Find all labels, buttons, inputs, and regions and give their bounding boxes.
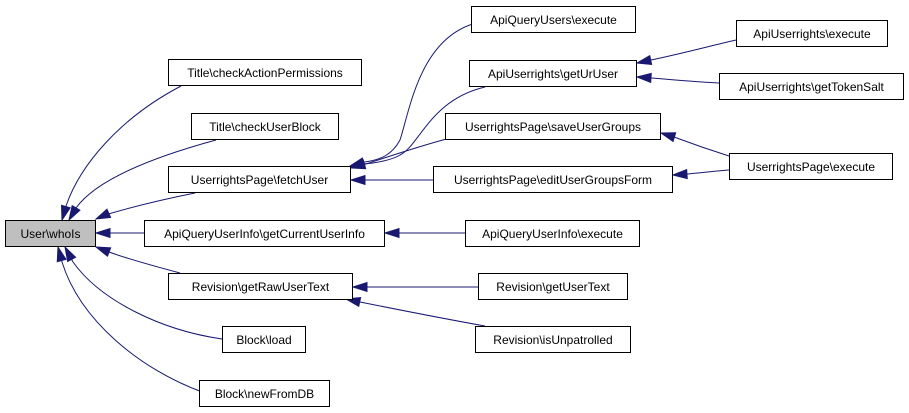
edge-line [72,261,223,340]
node-apiqueryuserinfo-execute[interactable]: ApiQueryUserInfo\execute [465,220,640,247]
node-userrightspage-saveusergroups[interactable]: UserrightsPage\saveUserGroups [445,113,661,140]
edge-line [359,301,486,327]
node-revision-getusertext[interactable]: Revision\getUserText [478,273,628,300]
node-title-checkuserblock[interactable]: Title\checkUserBlock [191,113,339,140]
edge-n4-n0 [94,227,144,239]
node-apiqueryusers-execute[interactable]: ApiQueryUsers\execute [471,6,636,33]
edge-arrowhead [64,245,77,263]
edge-n17-n11 [671,168,730,180]
node-block-load[interactable]: Block\load [222,326,306,353]
edge-arrowhead [94,208,112,220]
edge-n8-n3 [348,21,481,168]
edge-n17-n10 [659,132,730,157]
edge-line [108,251,181,274]
edge-arrowhead [351,281,368,293]
node-userrightspage-editusergroupsform[interactable]: UserrightsPage\editUserGroupsForm [433,166,673,193]
edge-line [650,39,737,61]
edge-arrowhead [94,227,111,239]
edge-line [673,136,730,157]
edge-n7-n0 [56,245,206,394]
edge-connector [104,212,109,216]
edge-arrowhead [671,168,688,180]
edge-arrowhead [635,54,653,66]
node-userrightspage-execute[interactable]: UserrightsPage\execute [729,153,893,180]
edge-line [651,77,720,84]
edge-n2-n0 [68,139,217,222]
edge-n14-n5 [344,296,486,327]
node-apiqueryuserinfo-getcurrentuserinfo[interactable]: ApiQueryUserInfo\getCurrentUserInfo [144,220,385,247]
edge-n16-n9 [635,72,720,84]
edge-line [61,261,206,394]
edge-n6-n0 [64,245,223,340]
edge-line [65,85,182,207]
edge-arrowhead [349,174,366,186]
edge-arrowhead [383,227,400,239]
edge-n15-n9 [635,39,737,66]
edge-connector [71,259,74,263]
edge-n3-n0 [94,192,196,220]
node-revision-getrawusertext[interactable]: Revision\getRawUserText [168,273,353,300]
edge-n13-n5 [351,281,478,293]
edge-line [104,192,196,216]
edge-line [364,21,481,163]
edge-arrowhead [635,72,652,84]
edge-n11-n3 [349,174,433,186]
node-revision-isunpatrolled[interactable]: Revision\isUnpatrolled [475,326,631,353]
edge-n10-n3 [349,137,451,170]
node-block-newfromdb[interactable]: Block\newFromDB [199,380,330,407]
node-userrightspage-fetchuser[interactable]: UserrightsPage\fetchUser [168,166,351,193]
edge-line [687,169,730,175]
edge-arrowhead [349,159,367,170]
node-apiuserrights-geturuser[interactable]: ApiUserrights\getUrUser [469,60,637,87]
edge-arrowhead [56,245,67,263]
edge-arrowhead [60,204,71,222]
edge-n12-n4 [383,227,465,239]
edge-arrowhead [94,246,112,258]
node-apiuserrights-gettokensalt[interactable]: ApiUserrights\getTokenSalt [719,73,904,100]
edge-n1-n0 [60,85,182,222]
edge-n5-n0 [94,246,181,274]
edge-line [75,139,217,209]
node-apiuserrights-execute[interactable]: ApiUserrights\execute [736,20,888,47]
node-title-checkactionpermissions[interactable]: Title\checkActionPermissions [168,59,362,86]
edge-line [365,137,451,165]
node-user-whois: User\whoIs [5,220,96,247]
edge-arrowhead [659,132,677,143]
